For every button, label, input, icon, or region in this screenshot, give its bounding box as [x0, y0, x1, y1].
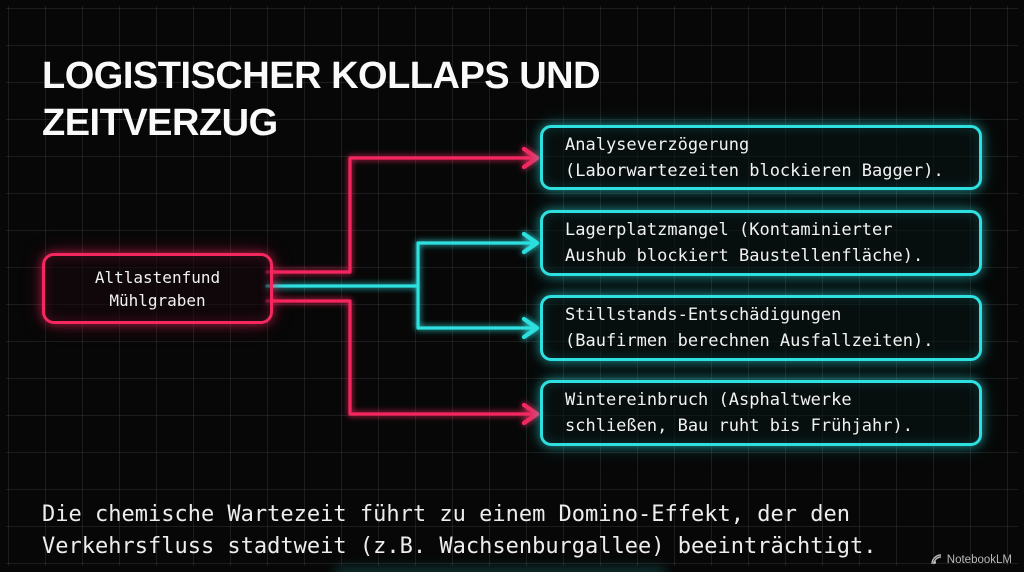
connector-pink-top: [265, 146, 540, 274]
effect-box-lagerplatzmangel: Lagerplatzmangel (Kontaminierter Aushub …: [540, 210, 982, 276]
conclusion-text: Die chemische Wartezeit führt zu einem D…: [42, 502, 877, 559]
source-node-altlastenfund: Altlastenfund Mühlgraben: [42, 253, 273, 324]
connector-cyan-branch: [265, 231, 540, 340]
branding-label: NotebookLM: [946, 553, 1012, 566]
connector-pink-bottom: [265, 299, 540, 426]
effect-box-wintereinbruch: Wintereinbruch (Asphaltwerke schließen, …: [540, 380, 982, 446]
effect-box-analyseverzoegerung: Analyseverzögerung (Laborwartezeiten blo…: [540, 125, 982, 190]
notebooklm-logo-icon: [931, 554, 941, 565]
branding-footer: NotebookLM: [930, 553, 1012, 566]
page-title: LOGISTISCHER KOLLAPS UND ZEITVERZUG: [42, 55, 601, 145]
effect-box-stillstands-entschaedigungen: Stillstands-Entschädigungen (Baufirmen b…: [540, 295, 982, 361]
